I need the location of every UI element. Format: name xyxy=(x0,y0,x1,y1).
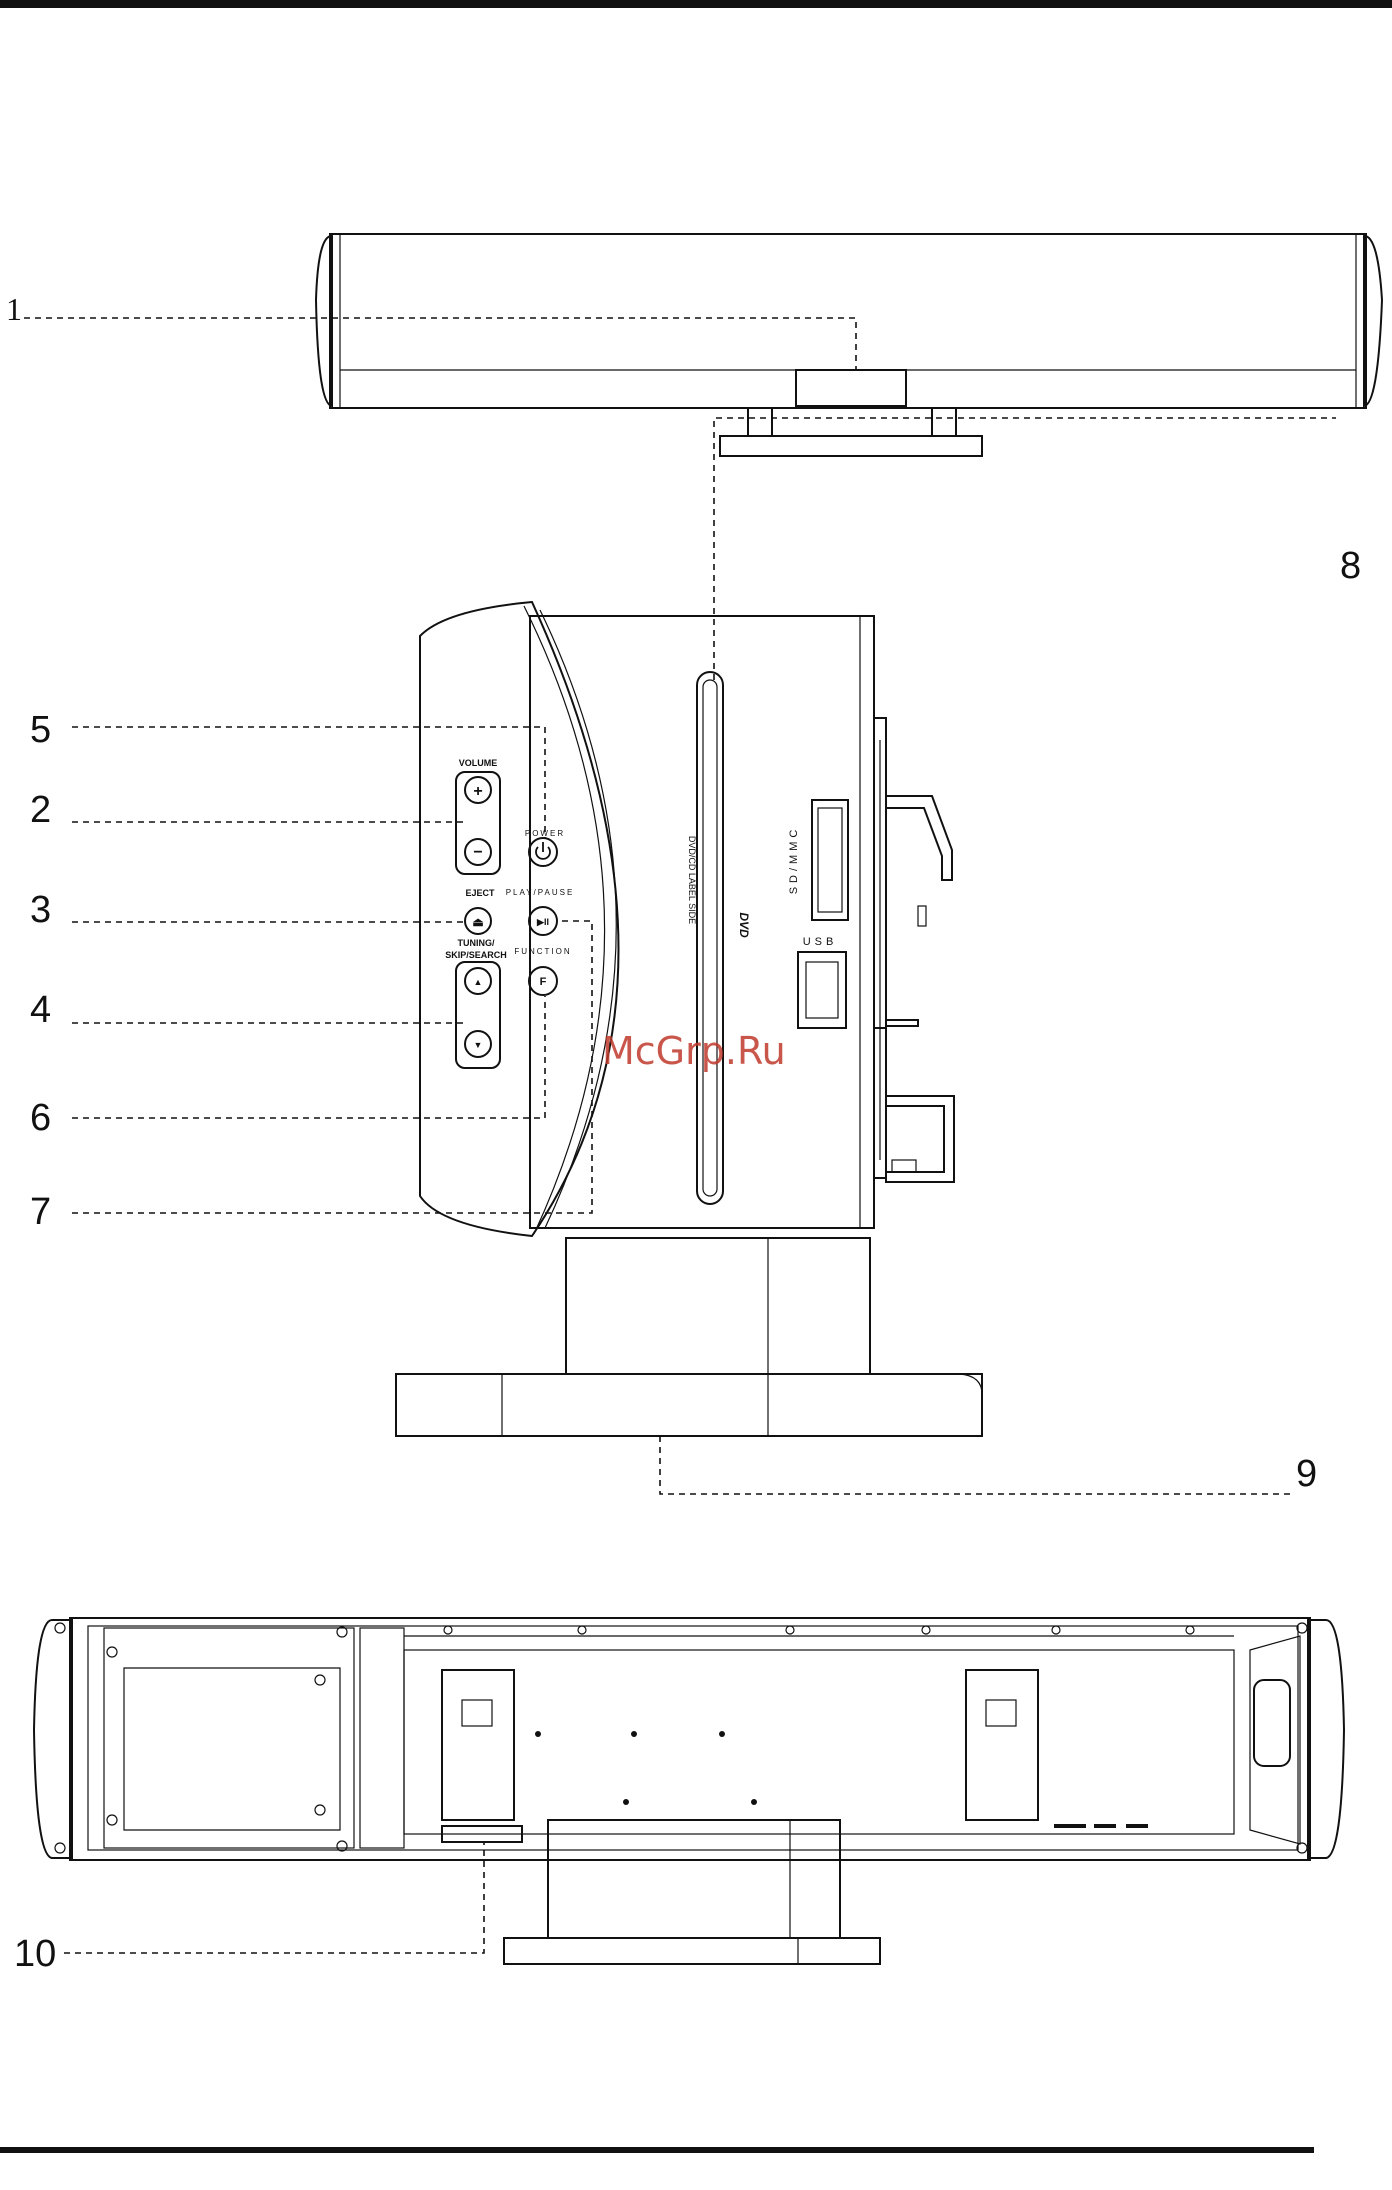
play-pause-glyph: ▶II xyxy=(536,917,549,927)
usb-label: USB xyxy=(803,936,838,948)
callout-4: 4 xyxy=(30,989,51,1031)
callout-1: 1 xyxy=(6,291,22,327)
stand xyxy=(396,1238,982,1436)
power-icon xyxy=(536,842,550,859)
play-pause-label: PLAY/PAUSE xyxy=(506,888,575,897)
tuning-up-glyph: ▲ xyxy=(474,977,483,987)
card-slot-label: SD/MMC xyxy=(788,826,800,895)
card-slot[interactable] xyxy=(812,800,848,920)
callout-6: 6 xyxy=(30,1097,51,1139)
bottom-rule xyxy=(0,2147,1314,2153)
screws xyxy=(55,1623,1307,1853)
skip-search-label: SKIP/SEARCH xyxy=(445,950,507,960)
tuning-down-glyph: ▼ xyxy=(474,1040,483,1050)
front-view xyxy=(316,234,1382,456)
volume-up-glyph: + xyxy=(473,783,482,800)
volume-label: VOLUME xyxy=(459,758,498,768)
callout-3: 3 xyxy=(30,889,51,931)
function-glyph: F xyxy=(540,976,547,988)
callout-5: 5 xyxy=(30,709,51,751)
callout-2: 2 xyxy=(30,789,51,831)
dvd-logo: DVD xyxy=(737,912,751,938)
disc-slot-label: DVD/CD LABEL SIDE xyxy=(687,836,697,924)
disc-slot[interactable] xyxy=(697,672,723,1204)
callout-7: 7 xyxy=(30,1191,51,1233)
wall-bracket xyxy=(874,718,954,1182)
callout-10: 10 xyxy=(14,1933,56,1975)
leader-lines xyxy=(24,318,1336,1953)
callout-numbers: 1 5 2 3 4 6 7 8 9 10 xyxy=(6,291,1361,1975)
tuning-label: TUNING/ xyxy=(458,938,495,948)
eject-glyph: ⏏ xyxy=(472,915,484,929)
top-rule xyxy=(0,0,1392,8)
control-panel: + − VOLUME POWER ⏏ EJECT ▶II PLAY/PAUSE … xyxy=(445,758,574,1068)
volume-down-glyph: − xyxy=(473,844,482,861)
eject-label: EJECT xyxy=(465,888,495,898)
function-label: FUNCTION xyxy=(514,947,571,956)
watermark: McGrp.Ru xyxy=(602,1029,786,1073)
callout-9: 9 xyxy=(1296,1453,1317,1495)
callout-8: 8 xyxy=(1340,545,1361,587)
usb-port[interactable] xyxy=(798,952,846,1028)
rear-view xyxy=(34,1618,1344,1964)
